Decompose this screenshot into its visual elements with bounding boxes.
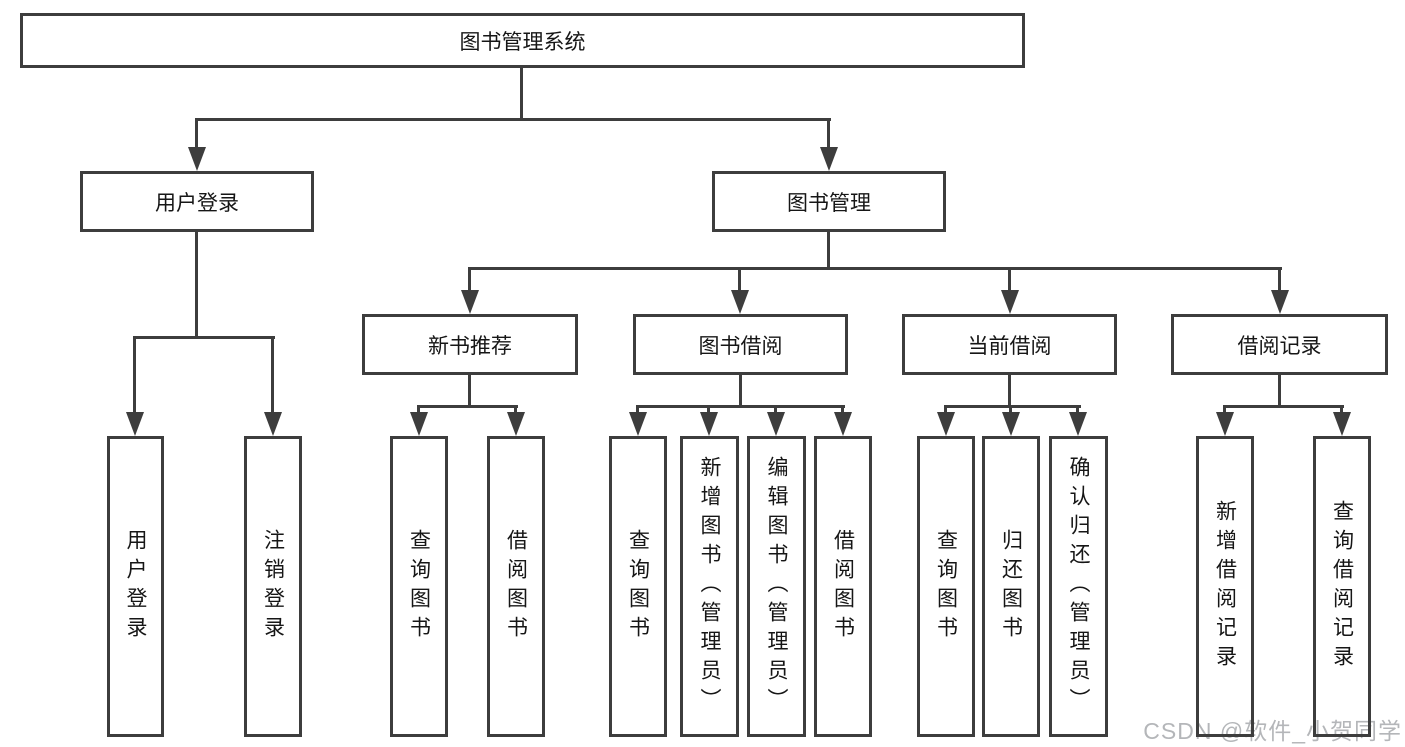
connector-br-query-drop	[1340, 405, 1343, 415]
connector-book-management-rail	[468, 267, 1282, 270]
connector-user-login-rail	[133, 336, 275, 339]
leaf-br-query-record: 查询借阅记录	[1313, 436, 1371, 737]
connector-cb-query-drop	[944, 405, 947, 415]
connector-bb-query-drop	[636, 405, 639, 415]
connector-new-book-stem	[468, 375, 471, 408]
arrowhead-book-management	[820, 147, 838, 171]
connector-root-stem	[520, 68, 523, 118]
connector-current-borrowing-stem	[1008, 375, 1011, 408]
arrowhead-bb-borrow	[834, 412, 852, 436]
connector-current-borrowing-rail	[944, 405, 1081, 408]
leaf-nb-borrow-books: 借阅图书	[487, 436, 545, 737]
connector-cb-confirm-drop	[1076, 405, 1079, 415]
arrowhead-nb-query	[410, 412, 428, 436]
arrowhead-cb-confirm	[1069, 412, 1087, 436]
connector-borrowing-records-stem	[1278, 375, 1281, 408]
arrowhead-logout-leaf	[264, 412, 282, 436]
arrowhead-bb-query	[629, 412, 647, 436]
arrowhead-new-book	[461, 290, 479, 314]
connector-logout-leaf-drop	[271, 336, 274, 414]
connector-bb-edit-drop	[774, 405, 777, 415]
node-user-login: 用户登录	[80, 171, 314, 232]
connector-borrowing-records-rail	[1223, 405, 1344, 408]
leaf-cb-query-books: 查询图书	[917, 436, 975, 737]
leaf-cb-return-books: 归还图书	[982, 436, 1040, 737]
connector-br-add-drop	[1223, 405, 1226, 415]
node-borrowing-records: 借阅记录	[1171, 314, 1388, 375]
connector-user-login-drop	[195, 118, 198, 150]
node-root: 图书管理系统	[20, 13, 1025, 68]
connector-cb-return-drop	[1009, 405, 1012, 415]
csdn-watermark: CSDN @软件_小贺同学	[1143, 718, 1402, 744]
leaf-br-add-record: 新增借阅记录	[1196, 436, 1254, 737]
leaf-user-login: 用户登录	[107, 436, 164, 737]
connector-book-management-drop	[827, 118, 830, 150]
connector-nb-borrow-drop	[514, 405, 517, 415]
connector-book-borrowing-stem	[739, 375, 742, 408]
connector-bb-borrow-drop	[841, 405, 844, 415]
leaf-cb-confirm-return: 确认归还（管理员）	[1049, 436, 1108, 737]
connector-book-borrowing-rail	[636, 405, 845, 408]
connector-root-rail	[196, 118, 831, 121]
arrowhead-bb-add	[700, 412, 718, 436]
connector-borrowing-records-drop	[1278, 267, 1281, 293]
arrowhead-login-leaf	[126, 412, 144, 436]
arrowhead-borrowing-records	[1271, 290, 1289, 314]
arrowhead-bb-edit	[767, 412, 785, 436]
connector-current-borrowing-drop	[1008, 267, 1011, 293]
arrowhead-cb-query	[937, 412, 955, 436]
node-current-borrowing: 当前借阅	[902, 314, 1117, 375]
connector-user-login-stem	[195, 232, 198, 339]
leaf-bb-add-books: 新增图书（管理员）	[680, 436, 739, 737]
node-book-management: 图书管理	[712, 171, 946, 232]
connector-new-book-rail	[417, 405, 518, 408]
connector-bb-add-drop	[707, 405, 710, 415]
arrowhead-current-borrowing	[1001, 290, 1019, 314]
connector-book-borrowing-drop	[738, 267, 741, 293]
arrowhead-br-query	[1333, 412, 1351, 436]
leaf-bb-query-books: 查询图书	[609, 436, 667, 737]
leaf-logout: 注销登录	[244, 436, 302, 737]
leaf-bb-borrow-books: 借阅图书	[814, 436, 872, 737]
connector-book-management-stem	[827, 232, 830, 270]
connector-new-book-drop	[468, 267, 471, 293]
arrowhead-book-borrowing	[731, 290, 749, 314]
leaf-nb-query-books: 查询图书	[390, 436, 448, 737]
node-book-borrowing: 图书借阅	[633, 314, 848, 375]
leaf-bb-edit-books: 编辑图书（管理员）	[747, 436, 806, 737]
connector-login-leaf-drop	[133, 336, 136, 414]
node-new-book-recommendation: 新书推荐	[362, 314, 578, 375]
arrowhead-nb-borrow	[507, 412, 525, 436]
arrowhead-br-add	[1216, 412, 1234, 436]
connector-nb-query-drop	[417, 405, 420, 415]
arrowhead-cb-return	[1002, 412, 1020, 436]
arrowhead-user-login	[188, 147, 206, 171]
